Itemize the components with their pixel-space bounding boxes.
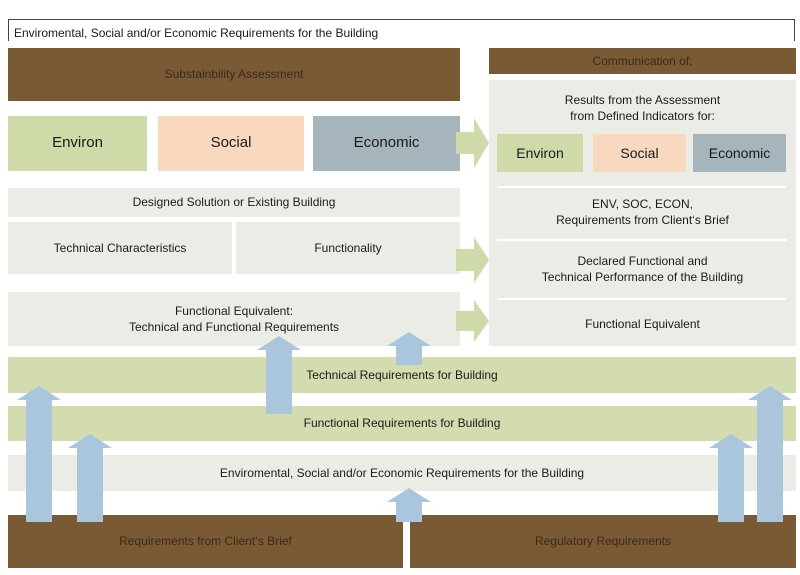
sustainability-assessment-label: Substainbility Assessment	[164, 67, 304, 82]
result-environ: Environ	[497, 134, 583, 172]
divider-1	[497, 186, 786, 188]
pillar-environ-label: Environ	[52, 134, 103, 152]
result-economic: Economic	[693, 134, 786, 172]
green-arrow-right-3	[456, 300, 489, 342]
diagram-title: Enviromental, Social and/or Economic Req…	[14, 26, 379, 40]
pillar-economic: Economic	[313, 116, 460, 171]
blue-arrow-up-5	[387, 488, 431, 522]
functionality-label: Functionality	[314, 240, 382, 255]
blue-arrow-up-2	[68, 434, 112, 522]
functional-requirements-band: Functional Requirements for Building	[8, 406, 796, 441]
communication-label: Communication of:	[592, 53, 693, 68]
declared-performance-label: Declared Functional and Technical Perfor…	[541, 253, 744, 284]
results-text: Results from the Assessment from Defined…	[489, 90, 796, 126]
requirements-brief-label: ENV, SOC, ECON, Requirements from Client…	[556, 196, 729, 227]
pillar-economic-label: Economic	[353, 134, 420, 152]
designed-solution-box: Designed Solution or Existing Building	[8, 188, 460, 217]
technical-characteristics-box: Technical Characteristics	[8, 222, 232, 274]
pillar-social-label: Social	[210, 134, 252, 152]
title-frame	[8, 19, 795, 41]
technical-requirements-label: Technical Requirements for Building	[306, 367, 498, 382]
blue-arrow-up-3	[257, 336, 301, 414]
functional-equivalent-label: Functional Equivalent	[585, 316, 700, 331]
functional-equivalent-text: Functional Equivalent	[489, 302, 796, 346]
functional-equivalent-requirements-box: Functional Equivalent: Technical and Fun…	[8, 292, 460, 346]
pillar-social: Social	[158, 116, 304, 171]
functional-equivalent-requirements-label: Functional Equivalent: Technical and Fun…	[128, 303, 340, 334]
blue-arrow-up-1	[17, 386, 61, 522]
sustainability-assessment-header: Substainbility Assessment	[8, 48, 460, 101]
technical-characteristics-label: Technical Characteristics	[53, 240, 187, 255]
functional-requirements-label: Functional Requirements for Building	[303, 416, 501, 431]
requirements-brief-text: ENV, SOC, ECON, Requirements from Client…	[489, 190, 796, 234]
divider-2	[497, 239, 786, 241]
result-social: Social	[593, 134, 686, 172]
env-soc-econ-requirements-band: Enviromental, Social and/or Economic Req…	[8, 455, 796, 491]
blue-arrow-up-7	[748, 386, 792, 522]
functionality-box: Functionality	[236, 222, 460, 274]
client-brief-box: Requirements from Client‘s Brief	[8, 515, 403, 568]
blue-arrow-up-6	[709, 434, 753, 522]
declared-performance-text: Declared Functional and Technical Perfor…	[489, 244, 796, 294]
blue-arrow-up-4	[387, 332, 431, 365]
designed-solution-label: Designed Solution or Existing Building	[132, 195, 336, 210]
regulatory-requirements-label: Regulatory Requirements	[534, 534, 672, 549]
green-arrow-right-2	[456, 237, 489, 283]
green-arrow-right-1	[456, 118, 489, 168]
result-economic-label: Economic	[708, 144, 771, 161]
regulatory-requirements-box: Regulatory Requirements	[410, 515, 796, 568]
env-soc-econ-requirements-label: Enviromental, Social and/or Economic Req…	[219, 465, 585, 480]
result-social-label: Social	[620, 144, 659, 161]
pillar-environ: Environ	[8, 116, 147, 171]
client-brief-label: Requirements from Client‘s Brief	[119, 534, 292, 549]
communication-header: Communication of:	[489, 48, 796, 74]
result-environ-label: Environ	[516, 144, 564, 161]
results-label: Results from the Assessment from Defined…	[564, 92, 721, 123]
communication-panel	[489, 80, 796, 346]
divider-3	[497, 298, 786, 300]
